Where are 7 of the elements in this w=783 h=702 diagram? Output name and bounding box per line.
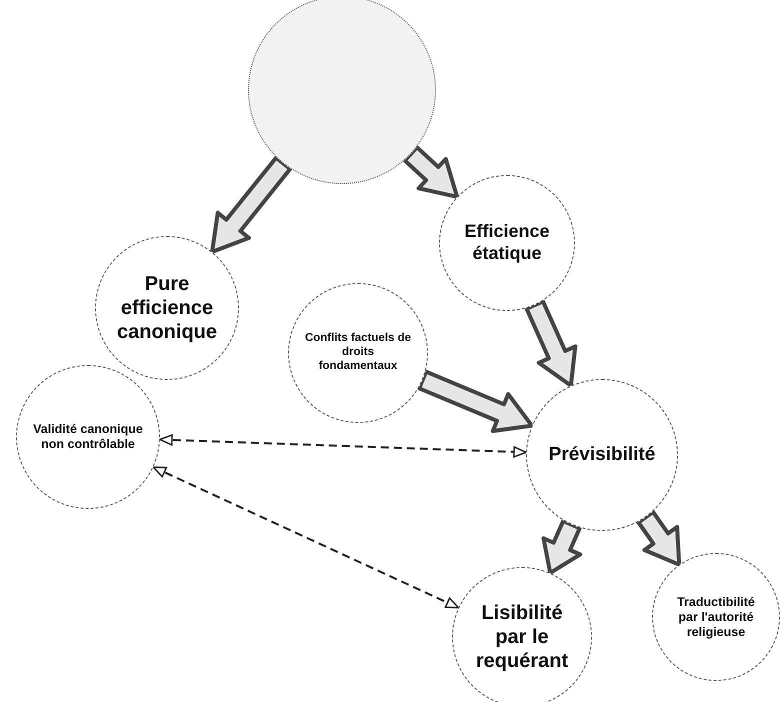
node-label: Efficience étatique bbox=[463, 221, 551, 265]
node-label: Validité canonique non contrôlable bbox=[32, 422, 144, 452]
node-label: Traductibilité par l'autorité religieuse bbox=[676, 594, 756, 640]
node-label: Pure efficience canonique bbox=[116, 272, 218, 344]
node-label: Conflits factuels de droits fondamentaux bbox=[304, 332, 412, 374]
node-label: Lisibilité par le requérant bbox=[474, 601, 570, 673]
node-label: Prévisibilité bbox=[548, 444, 656, 466]
